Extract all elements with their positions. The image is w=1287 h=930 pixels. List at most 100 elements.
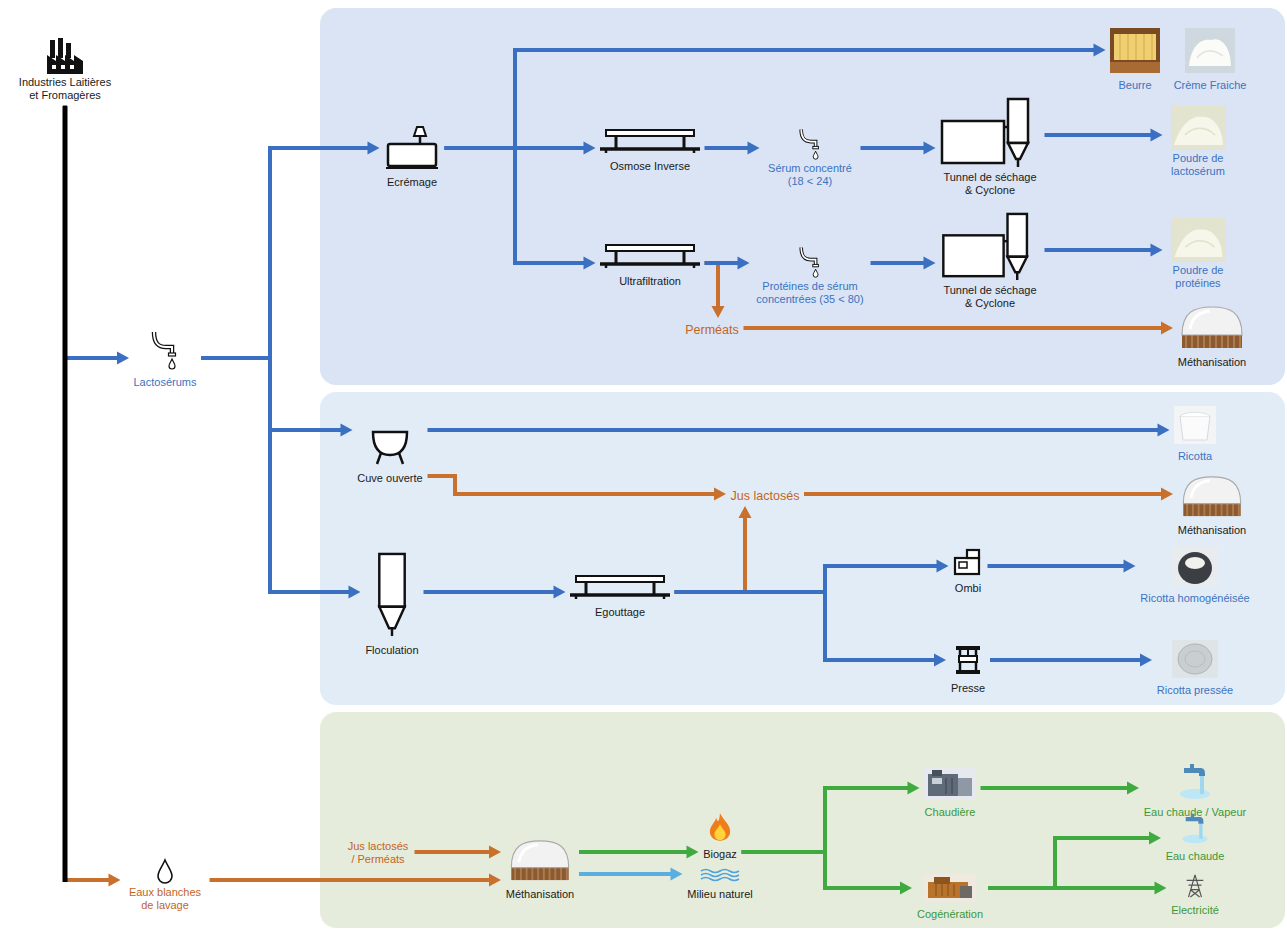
- icon-shape: [1186, 817, 1204, 824]
- arrow-head: [1127, 782, 1139, 795]
- flow-arrow: [705, 263, 725, 318]
- node-label: Lactosérums: [134, 376, 197, 389]
- icon-shape: [1004, 240, 1008, 242]
- flow-arrow: [705, 142, 760, 155]
- process-node: Ultrafiltration: [596, 241, 705, 291]
- arrow-head: [924, 257, 936, 270]
- arrow-head: [109, 874, 121, 887]
- icon-group: [154, 332, 176, 369]
- icon-group: [47, 38, 83, 74]
- waves-icon: [700, 868, 740, 882]
- icon-shape: [813, 146, 819, 148]
- icon-shape: [586, 582, 654, 594]
- flow-arrow: [744, 322, 1174, 335]
- product-node: Ricotta homogénéisée: [1136, 544, 1255, 608]
- icon-shape: [813, 264, 819, 266]
- icon-group: [924, 874, 976, 902]
- drop-icon: [154, 858, 176, 884]
- process-node: Cuve ouverte: [353, 424, 428, 488]
- icon-shape: [1187, 504, 1239, 516]
- flow-arrow: [675, 560, 949, 593]
- flow-line: [415, 850, 492, 854]
- arrow-head: [368, 142, 380, 155]
- flow-line: [705, 146, 750, 150]
- flow-arrow: [861, 142, 936, 155]
- arrow-head: [714, 488, 726, 501]
- process-node: Tunnel de séchage & Cyclone: [936, 95, 1045, 200]
- node-label: Eau chaude: [1166, 850, 1225, 863]
- flow-line: [742, 852, 903, 888]
- tap-icon: [150, 330, 180, 370]
- energy-node: Eau chaude: [1161, 810, 1229, 866]
- flow-line: [65, 105, 111, 880]
- arrow-head: [739, 506, 752, 518]
- process-node: Méthanisation: [1173, 302, 1251, 372]
- icon-shape: [606, 149, 694, 153]
- arrow-head: [924, 142, 936, 155]
- flow-arrow: [871, 257, 936, 270]
- node-label: Ricotta: [1178, 450, 1212, 463]
- icon-shape: [801, 130, 815, 148]
- icon-shape: [388, 144, 436, 166]
- product-node: Sérum concentré (18 < 24): [760, 126, 861, 191]
- ombi-icon: [953, 548, 983, 576]
- icon-group: [1182, 307, 1242, 348]
- flow-line: [428, 428, 1160, 432]
- icon-group: [801, 130, 818, 160]
- icon-shape: [932, 770, 942, 776]
- icon-shape: [1182, 835, 1207, 843]
- icon-shape: [1110, 28, 1160, 73]
- icon-shape: [1174, 117, 1223, 145]
- icon-shape: [959, 656, 977, 662]
- icon-shape: [943, 235, 1003, 276]
- tunnel-icon: [940, 97, 1040, 169]
- icon-group: [1172, 640, 1218, 678]
- icon-shape: [924, 874, 976, 902]
- icon-shape: [936, 884, 954, 896]
- icon-group: [1182, 814, 1207, 843]
- dome-icon: [508, 838, 572, 882]
- pressee-icon: [1172, 640, 1218, 678]
- icon-shape: [61, 65, 65, 69]
- arrow-head: [1161, 322, 1173, 335]
- node-label: Osmose Inverse: [610, 160, 690, 173]
- flow-line: [445, 148, 586, 263]
- icon-group: [1183, 477, 1240, 516]
- flow-arrow: [65, 105, 121, 887]
- icon-shape: [1185, 651, 1205, 667]
- icon-shape: [1178, 552, 1212, 584]
- icon-shape: [600, 147, 700, 151]
- icon-shape: [386, 167, 438, 169]
- icon-shape: [801, 248, 815, 266]
- silo-icon: [377, 552, 407, 638]
- icon-shape: [377, 453, 403, 464]
- node-label: Perméats: [685, 323, 739, 338]
- arrow-head: [748, 142, 760, 155]
- icon-shape: [928, 774, 958, 796]
- icon-group: [956, 646, 980, 674]
- icon-group: [373, 432, 407, 464]
- node-label: Cogénération: [917, 908, 983, 921]
- source-trunk: [63, 106, 68, 882]
- icon-group: [600, 130, 700, 153]
- icon-shape: [1008, 214, 1027, 257]
- node-label: Protéines de sérum concentrées (35 < 80): [754, 280, 866, 306]
- process-node: Osmose Inverse: [596, 126, 705, 176]
- process-node: Méthanisation: [1173, 472, 1251, 540]
- flow-arrow: [201, 142, 380, 359]
- table-icon: [570, 574, 670, 600]
- node-label: Industries Laitières et Fromagères: [15, 76, 115, 102]
- icon-shape: [373, 432, 407, 455]
- icon-group: [942, 99, 1028, 167]
- node-label: Méthanisation: [506, 888, 575, 901]
- node-label: Eau chaude / Vapeur: [1144, 806, 1247, 819]
- icon-shape: [1183, 477, 1240, 504]
- icon-shape: [1004, 126, 1008, 129]
- icon-shape: [1172, 546, 1218, 586]
- flow-arrow: [742, 782, 920, 853]
- icon-shape: [1185, 557, 1205, 569]
- icon-shape: [511, 841, 568, 868]
- icon-shape: [1190, 311, 1210, 329]
- icon-shape: [1185, 128, 1215, 135]
